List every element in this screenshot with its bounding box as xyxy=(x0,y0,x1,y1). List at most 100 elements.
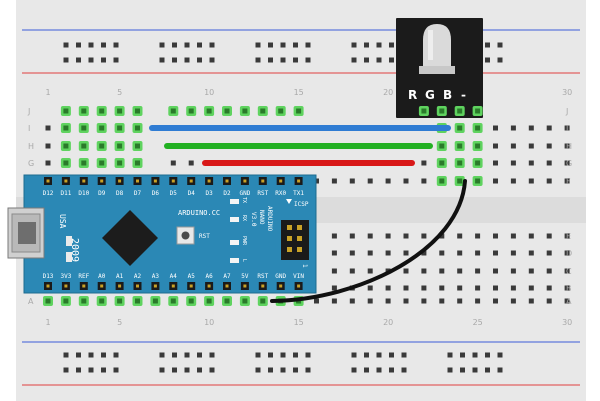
icsp-pin xyxy=(297,247,302,252)
column-number-bottom: 10 xyxy=(204,318,214,327)
row-letter-right: G xyxy=(566,159,572,168)
breadboard-hole xyxy=(546,268,552,274)
rst-label: RST xyxy=(199,233,210,240)
power-rail-hole xyxy=(76,57,81,63)
power-rail-hole xyxy=(159,352,165,358)
power-rail-hole xyxy=(364,352,369,358)
breadboard-hole xyxy=(564,250,570,256)
power-rail-hole xyxy=(305,57,311,63)
arduino-pin-label: D8 xyxy=(116,190,124,197)
breadboard-hole xyxy=(510,285,516,291)
breadboard-hole-connected-inner xyxy=(117,108,123,114)
breadboard-hole xyxy=(493,233,498,239)
breadboard-hole-connected-inner xyxy=(242,298,248,304)
breadboard-hole xyxy=(546,125,552,131)
breadboard-hole-connected-inner xyxy=(99,125,105,131)
power-rail-hole xyxy=(280,352,286,358)
row-letter-right: B xyxy=(566,284,572,293)
arduino-pin-label: 3V3 xyxy=(60,273,71,280)
breadboard-hole xyxy=(439,298,445,304)
arduino-pin-contact xyxy=(279,179,283,183)
led-label-l: L xyxy=(241,259,247,262)
breadboard-hole xyxy=(475,250,481,256)
power-rail-hole xyxy=(305,367,311,373)
breadboard-hole-connected-inner xyxy=(81,143,87,149)
column-number-top: 1 xyxy=(46,88,51,97)
pwr-led xyxy=(230,240,239,245)
arduino-pin-label: GND xyxy=(275,273,286,280)
icsp-label: ICSP xyxy=(294,201,309,208)
power-rail-hole xyxy=(63,352,69,358)
breadboard-hole-connected-inner xyxy=(45,298,51,304)
power-rail-hole xyxy=(389,42,394,48)
arduino-pin-contact xyxy=(225,179,229,183)
icsp-header xyxy=(281,220,309,260)
breadboard-hole xyxy=(331,250,337,256)
breadboard-hole-connected-inner xyxy=(206,298,212,304)
power-rail-hole xyxy=(197,42,202,48)
power-rail-hole xyxy=(184,57,190,63)
breadboard-hole xyxy=(510,160,516,166)
power-rail-hole xyxy=(460,367,465,373)
arduino-pin-contact xyxy=(261,179,265,183)
rgb-led-pin-inner xyxy=(475,108,481,114)
power-rail-hole xyxy=(172,42,177,48)
breadboard-hole xyxy=(510,178,516,184)
icsp-pins xyxy=(287,225,302,252)
icsp-pin xyxy=(297,225,302,230)
breadboard-hole xyxy=(385,233,391,239)
breadboard-hole xyxy=(475,233,481,239)
power-rail-hole xyxy=(497,42,503,48)
breadboard-hole xyxy=(421,160,427,166)
arduino-pin-label: D3 xyxy=(205,190,213,197)
breadboard-hole-connected-inner xyxy=(117,298,123,304)
breadboard-hole-connected-inner xyxy=(188,108,194,114)
arduino-pin-contact xyxy=(82,179,86,183)
arduino-pin-contact xyxy=(279,284,283,288)
breadboard-hole xyxy=(385,250,391,256)
arduino-pin-contact xyxy=(64,179,68,183)
breadboard-hole xyxy=(510,143,516,149)
breadboard-hole xyxy=(403,178,409,184)
power-rail-hole xyxy=(88,367,94,373)
row-letter-right: I xyxy=(566,124,568,133)
board-name-line-1: ARDUINO xyxy=(266,206,273,232)
usb-label: USA xyxy=(58,214,67,229)
power-rail-hole xyxy=(113,352,119,358)
power-rail-hole xyxy=(485,57,490,63)
breadboard-hole-connected-inner xyxy=(99,108,105,114)
arduino-pin-label: D2 xyxy=(223,190,231,197)
breadboard-hole xyxy=(421,178,427,184)
arduino-pin-label: RX0 xyxy=(275,190,286,197)
breadboard-hole-connected-inner xyxy=(206,108,212,114)
breadboard-hole-connected-inner xyxy=(457,143,463,149)
arduino-pin-contact xyxy=(100,179,104,183)
breadboard-hole xyxy=(170,160,176,166)
power-rail-hole xyxy=(101,57,106,63)
breadboard-hole xyxy=(188,160,194,166)
breadboard-hole xyxy=(367,285,373,291)
power-rail-hole xyxy=(376,42,382,48)
arduino-pin-contact xyxy=(171,284,175,288)
smd-component xyxy=(66,236,72,246)
row-letter-left: H xyxy=(28,142,34,151)
breadboard-hole-connected-inner xyxy=(439,160,445,166)
row-letter-right: C xyxy=(566,267,572,276)
power-rail-hole xyxy=(351,42,357,48)
column-number-top: 30 xyxy=(562,88,572,97)
power-rail-hole xyxy=(447,352,453,358)
breadboard-hole xyxy=(528,178,534,184)
breadboard-hole xyxy=(314,298,319,304)
breadboard-hole-connected-inner xyxy=(457,160,463,166)
breadboard-hole-connected-inner xyxy=(457,178,463,184)
breadboard-hole xyxy=(493,250,498,256)
breadboard-hole xyxy=(493,125,498,131)
row-letter-left: I xyxy=(28,124,30,133)
breadboard-hole xyxy=(546,233,552,239)
power-rail-hole xyxy=(209,57,215,63)
breadboard-hole xyxy=(457,298,463,304)
breadboard-hole xyxy=(367,250,373,256)
breadboard-hole xyxy=(564,178,570,184)
